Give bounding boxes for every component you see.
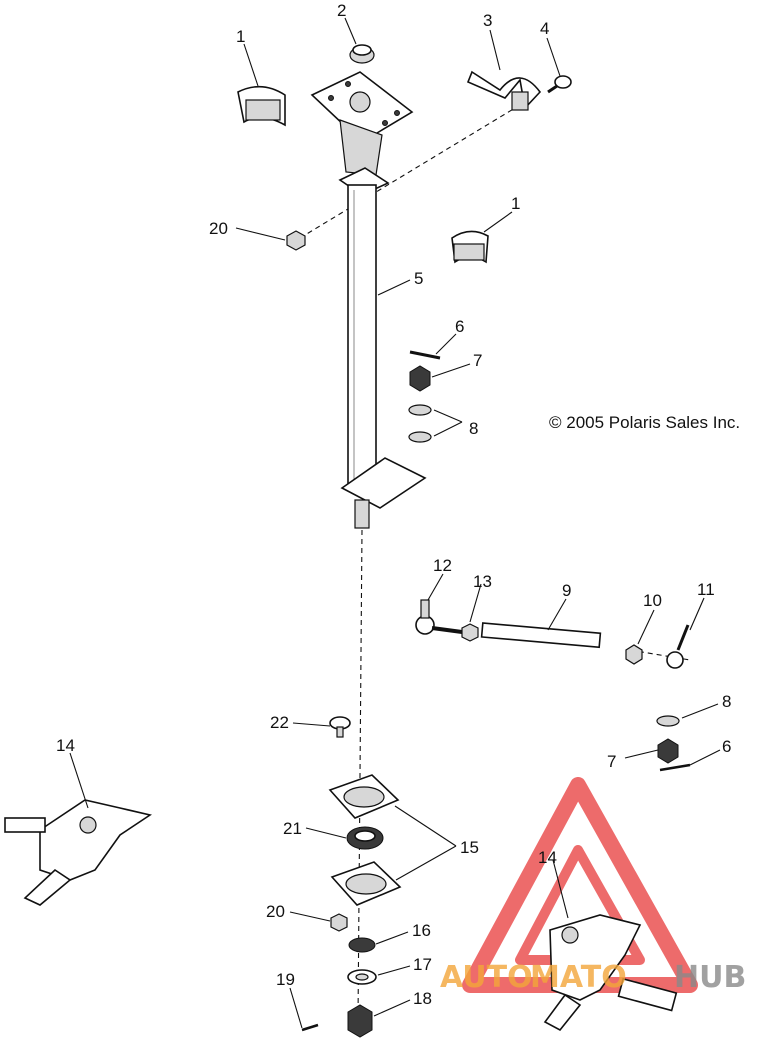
callout-1-upper: 1: [236, 27, 245, 46]
callout-2: 2: [337, 1, 346, 20]
callout-10: 10: [643, 591, 662, 610]
castle-nut-right-part: [657, 738, 679, 764]
callout-9: 9: [562, 581, 571, 600]
watermark-text: AUTO MATO HUB: [440, 960, 746, 995]
callout-1-lower: 1: [511, 194, 520, 213]
watermark-text-right: HUB: [674, 960, 746, 995]
callout-18: 18: [413, 989, 432, 1008]
callout-19: 19: [276, 970, 295, 989]
callout-6-right: 6: [722, 737, 731, 756]
cotter-pin-upper-part: [409, 350, 441, 360]
callout-12: 12: [433, 556, 452, 575]
callout-7-right: 7: [607, 752, 616, 771]
tie-rod-part: [480, 622, 602, 649]
callout-11: 11: [697, 580, 715, 599]
bearing-21-part: [346, 826, 384, 850]
callout-5: 5: [414, 269, 423, 288]
clamp-part: [466, 70, 542, 111]
tie-rod-end-left-part: [415, 599, 463, 635]
centerline-clamp: [299, 104, 521, 239]
bushing-upper-part: [237, 85, 286, 127]
watermark-text-mid: MATO: [530, 960, 627, 995]
leader-lines: [69, 17, 721, 1029]
cotter-pin-right-part: [659, 763, 691, 772]
callout-21: 21: [283, 819, 302, 838]
steering-post-part: [310, 71, 427, 529]
nut-20-upper-part: [286, 230, 306, 251]
callout-16: 16: [412, 921, 431, 940]
nut-18-part: [347, 1004, 373, 1038]
washer-17-part: [347, 969, 377, 985]
nut-10-part: [625, 644, 643, 665]
jam-nut-13-part: [461, 623, 479, 642]
callout-4: 4: [540, 19, 549, 38]
flange-upper-part: [328, 774, 400, 819]
plug-22-part: [329, 716, 351, 738]
washers-upper-part: [408, 404, 432, 443]
bushing-lower-part: [451, 230, 489, 264]
spindle-right-part: [543, 914, 678, 1032]
callout-14-left: 14: [56, 736, 75, 755]
callout-3: 3: [483, 11, 492, 30]
castle-nut-upper-part: [409, 365, 431, 392]
nut-top-part: [349, 44, 375, 64]
nut-20-lower-part: [330, 913, 348, 932]
copyright-notice: © 2005 Polaris Sales Inc.: [549, 413, 740, 432]
callout-14-right: 14: [538, 848, 557, 867]
callout-20-upper: 20: [209, 219, 228, 238]
tie-rod-end-right-part: [666, 624, 690, 669]
callout-7-upper: 7: [473, 351, 482, 370]
washer-right-part: [656, 715, 680, 727]
callout-8-upper: 8: [469, 419, 478, 438]
callout-13: 13: [473, 572, 492, 591]
callout-6-upper: 6: [455, 317, 464, 336]
bolt-clamp-part: [547, 75, 572, 94]
flange-lower-part: [330, 861, 402, 906]
watermark-text-left: AUTO: [440, 960, 533, 995]
callout-17: 17: [413, 955, 432, 974]
callout-20-lower: 20: [266, 902, 285, 921]
washer-16-part: [348, 937, 376, 953]
cotter-pin-19-part: [301, 1023, 319, 1032]
spindle-left-part: [4, 799, 152, 906]
callout-15: 15: [460, 838, 479, 857]
callout-22: 22: [270, 713, 289, 732]
callout-8-right: 8: [722, 692, 731, 711]
